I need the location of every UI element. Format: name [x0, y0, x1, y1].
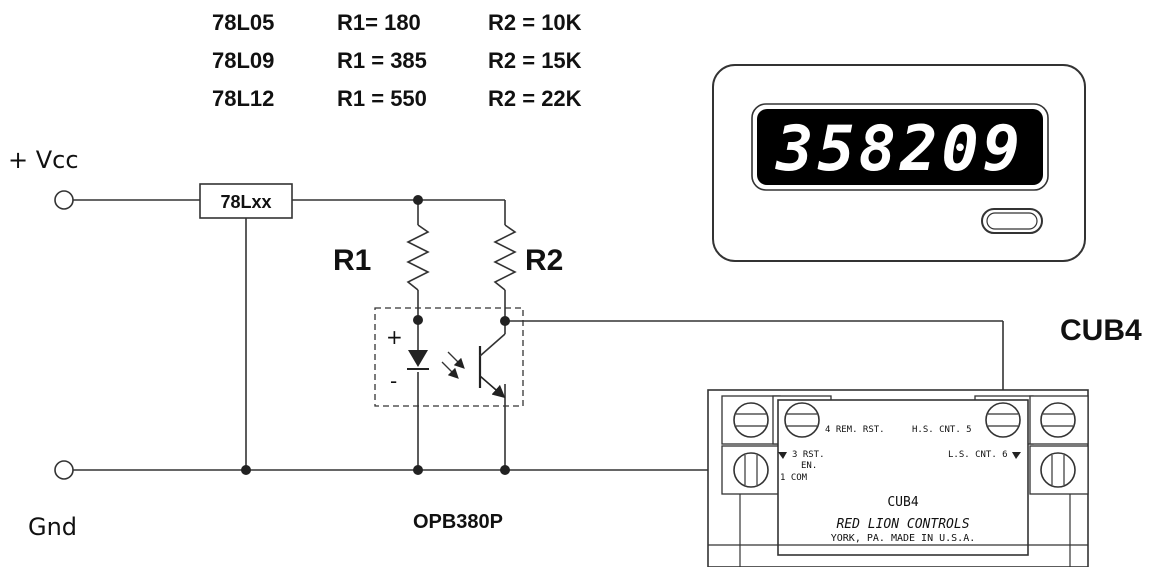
table-r2-1: R2 = 10K	[488, 10, 582, 35]
table-r2-2: R2 = 15K	[488, 48, 582, 73]
sensor-label: OPB380P	[413, 511, 503, 533]
screw-terminals	[733, 402, 1076, 488]
terminal-label-rst: 3 RST.	[792, 450, 825, 460]
screw-terminal-icon	[1040, 452, 1076, 488]
vcc-label: + Vcc	[8, 146, 79, 174]
table-part-1: 78L05	[212, 10, 274, 35]
gnd-label: Gnd	[28, 513, 77, 541]
r1-label: R1	[333, 244, 371, 277]
terminal-label-hs-cnt: H.S. CNT. 5	[912, 425, 972, 435]
table-part-2: 78L09	[212, 48, 274, 73]
lcd-screen	[757, 109, 1043, 185]
board-brand-label: RED LION CONTROLS	[836, 517, 969, 532]
light-arrows-icon	[441, 351, 465, 379]
phototransistor-icon	[478, 321, 506, 399]
counter-title: CUB4	[1060, 314, 1142, 347]
rst-arrow-icon	[778, 452, 787, 459]
r2-label: R2	[525, 244, 563, 277]
terminal-label-ls-cnt: L.S. CNT. 6	[948, 450, 1008, 460]
regulator-label: 78Lxx	[220, 192, 271, 212]
regulator-box	[199, 183, 293, 219]
ls-cnt-arrow-icon	[1012, 452, 1021, 459]
board-model-label: CUB4	[887, 495, 918, 510]
vcc-terminal	[54, 190, 74, 210]
table-part-3: 78L12	[212, 86, 274, 111]
terminal-label-rem-rst: 4 REM. RST.	[825, 425, 885, 435]
gnd-terminal	[54, 460, 74, 480]
led-minus-label: -	[390, 369, 397, 393]
led-icon	[408, 350, 428, 367]
screw-terminal-icon	[733, 452, 769, 488]
table-r1-2: R1 = 385	[337, 48, 427, 73]
resistor-r2	[493, 224, 517, 291]
junction-dots	[241, 195, 510, 475]
terminal-label-com: 1 COM	[780, 473, 808, 483]
terminal-label-en: EN.	[801, 461, 817, 471]
screw-terminal-icon	[1040, 402, 1076, 438]
table-r1-1: R1= 180	[337, 10, 421, 35]
screw-terminal-icon	[784, 402, 820, 438]
screw-terminal-icon	[985, 402, 1021, 438]
counter-rear-board	[707, 389, 1089, 567]
screw-terminal-icon	[733, 402, 769, 438]
table-r1-3: R1 = 550	[337, 86, 427, 111]
opto-sensor-outline	[374, 307, 524, 407]
front-button[interactable]	[981, 208, 1043, 234]
resistor-r1	[406, 224, 430, 291]
counter-front-panel: 358209	[712, 64, 1086, 262]
display-value: 358209	[775, 112, 1024, 185]
regulator-table: 78L05 R1= 180 R2 = 10K 78L09 R1 = 385 R2…	[212, 10, 582, 111]
board-origin-label: YORK, PA. MADE IN U.S.A.	[831, 533, 976, 544]
table-r2-3: R2 = 22K	[488, 86, 582, 111]
led-plus-label: +	[386, 325, 403, 349]
